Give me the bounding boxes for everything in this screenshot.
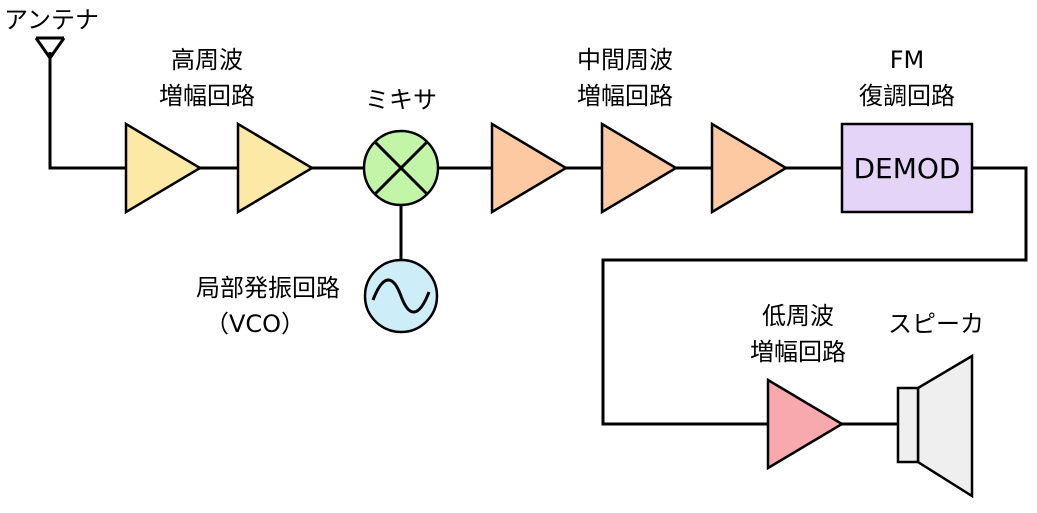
if-amp-3 xyxy=(710,121,789,215)
af-amp-label-line1: 低周波 xyxy=(762,302,834,330)
signal-wires xyxy=(48,52,1028,426)
antenna-label: アンテナ xyxy=(4,6,99,34)
af-amp-label-line2: 増幅回路 xyxy=(750,338,846,366)
speaker-label: スピーカ xyxy=(888,310,984,338)
antenna-feed-wire xyxy=(48,52,126,170)
antenna-icon xyxy=(34,36,66,59)
demod-box xyxy=(840,122,974,214)
sine-wave-icon xyxy=(363,258,439,334)
demod-box-text: DEMOD xyxy=(853,152,960,185)
mixer-label: ミキサ xyxy=(365,86,437,114)
rf-amp-label-line2: 増幅回路 xyxy=(159,82,255,110)
demod-af-wire xyxy=(601,166,1028,426)
mixer-cross-icon xyxy=(362,129,440,207)
lo-label-line2: （VCO） xyxy=(205,310,305,338)
rf-amp-2 xyxy=(236,121,315,215)
rf-amp-label-line1: 高周波 xyxy=(171,46,243,74)
if-amp-2 xyxy=(600,121,679,215)
if-amp-label-line2: 増幅回路 xyxy=(577,82,673,110)
fm-label-line1: FM xyxy=(890,46,925,74)
if-amp-label-line1: 中間周波 xyxy=(577,46,673,74)
lo-label-line1: 局部発振回路 xyxy=(196,274,340,302)
fm-label-line2: 復調回路 xyxy=(859,82,955,110)
af-amp xyxy=(766,377,845,471)
speaker-icon xyxy=(896,353,974,499)
if-amp-1 xyxy=(490,121,569,215)
rf-amp-1 xyxy=(124,121,203,215)
